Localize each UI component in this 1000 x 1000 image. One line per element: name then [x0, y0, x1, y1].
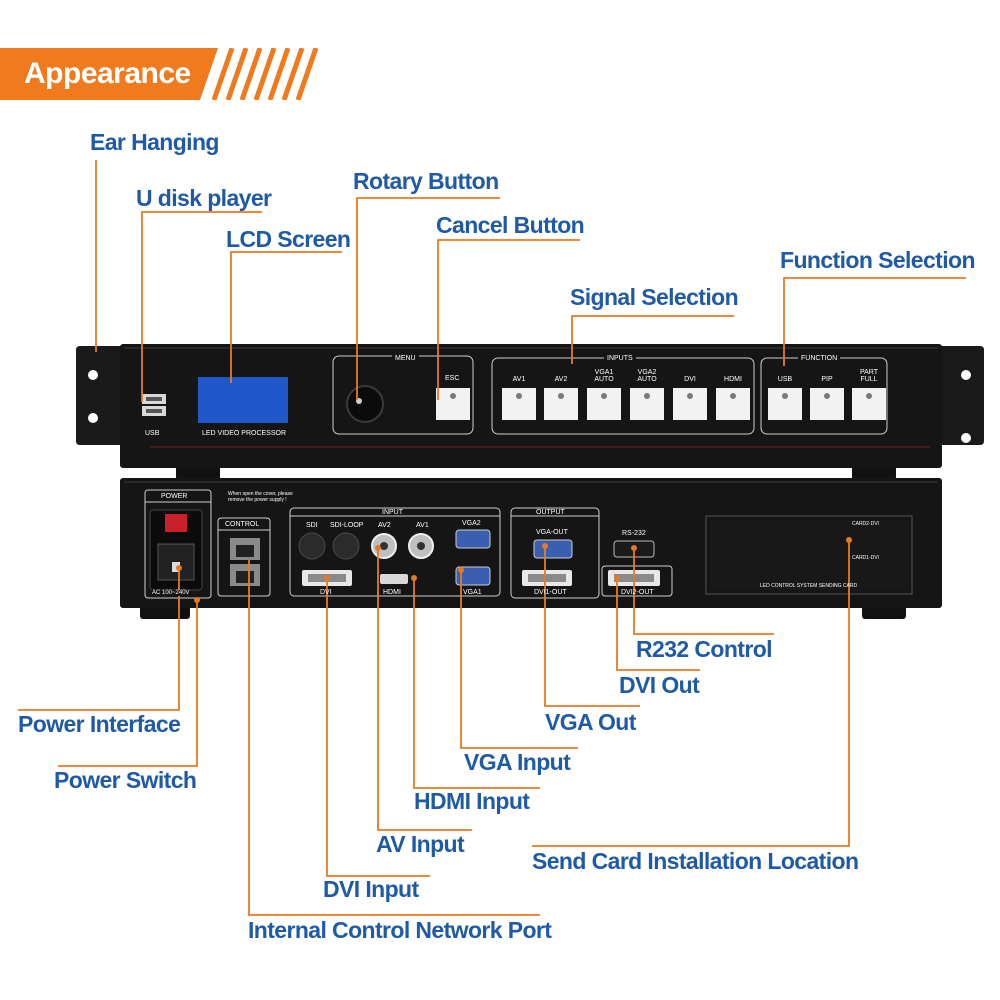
label-signal-selection: Signal Selection [570, 284, 739, 310]
label-internal-control-network-port: Internal Control Network Port [248, 917, 552, 943]
label-vga-input: VGA Input [464, 749, 571, 775]
label-r232-control: R232 Control [636, 636, 773, 662]
label-function-selection: Function Selection [780, 247, 976, 273]
input-button-label: DVI [684, 376, 696, 383]
lcd-caption: LED VIDEO PROCESSOR [202, 430, 287, 437]
front-panel [76, 344, 984, 480]
av2-label: AV2 [378, 522, 391, 529]
rear-input-title: INPUT [382, 509, 403, 516]
label-ear-hanging: Ear Hanging [90, 129, 219, 155]
output-title: OUTPUT [536, 509, 565, 516]
dvi1-out-label: DVI1-OUT [534, 589, 567, 596]
ac-label: AC 100~240V [152, 590, 190, 596]
send-card-caption: LED CONTROL SYSTEM SENDING CARD [760, 583, 858, 589]
front-usb-label: USB [145, 430, 160, 437]
vga-out-label: VGA-OUT [536, 529, 568, 536]
header-banner [0, 48, 319, 100]
input-button-label: AV1 [512, 376, 526, 383]
card1-label: CARD1-DVI [852, 555, 879, 561]
esc-label: ESC [445, 375, 460, 382]
av1-label: AV1 [416, 522, 429, 529]
label-vga-out: VGA Out [545, 709, 636, 735]
label-dvi-input: DVI Input [323, 876, 419, 902]
label-lcd-screen: LCD Screen [226, 226, 351, 252]
leader-dots [176, 537, 852, 603]
label-u-disk-player: U disk player [136, 185, 272, 211]
leader-lines [18, 160, 966, 916]
sdi-loop-label: SDI-LOOP [330, 522, 364, 529]
input-button-label: HDMI [724, 376, 742, 383]
input-button-label: VGA2 AUTO [637, 369, 657, 384]
input-button-label: VGA1 AUTO [594, 369, 614, 384]
input-button-label: AV2 [554, 376, 568, 383]
label-power-interface: Power Interface [18, 711, 181, 737]
vga1-label: VGA1 [463, 589, 482, 596]
function-button-label: PIP [821, 376, 833, 383]
control-title: CONTROL [225, 521, 260, 528]
function-title: FUNCTION [798, 355, 841, 362]
sdi-label: SDI [306, 522, 318, 529]
hdmi-label: HDMI [383, 589, 401, 596]
card2-label: CARD2-DVI [852, 521, 879, 527]
inputs-title: INPUTS [604, 355, 636, 362]
dvi-label: DVI [320, 589, 332, 596]
page-title: Appearance [24, 57, 191, 90]
menu-label: MENU [392, 355, 419, 362]
label-hdmi-input: HDMI Input [414, 788, 530, 814]
power-title: POWER [161, 493, 188, 500]
label-cancel-button: Cancel Button [436, 212, 585, 238]
function-button-label: USB [777, 376, 793, 383]
label-rotary-button: Rotary Button [353, 168, 499, 194]
label-dvi-out: DVI Out [619, 672, 700, 698]
dvi2-out-label: DVI2-OUT [621, 589, 654, 596]
label-av-input: AV Input [376, 831, 465, 857]
label-power-switch: Power Switch [54, 767, 197, 793]
function-button-label: PART FULL [859, 369, 879, 384]
rs232-label: RS-232 [622, 530, 646, 537]
warning-text: When open the cover, please remove the p… [228, 491, 293, 503]
vga2-label: VGA2 [462, 520, 481, 527]
label-send-card-installation-location: Send Card Installation Location [532, 848, 859, 874]
